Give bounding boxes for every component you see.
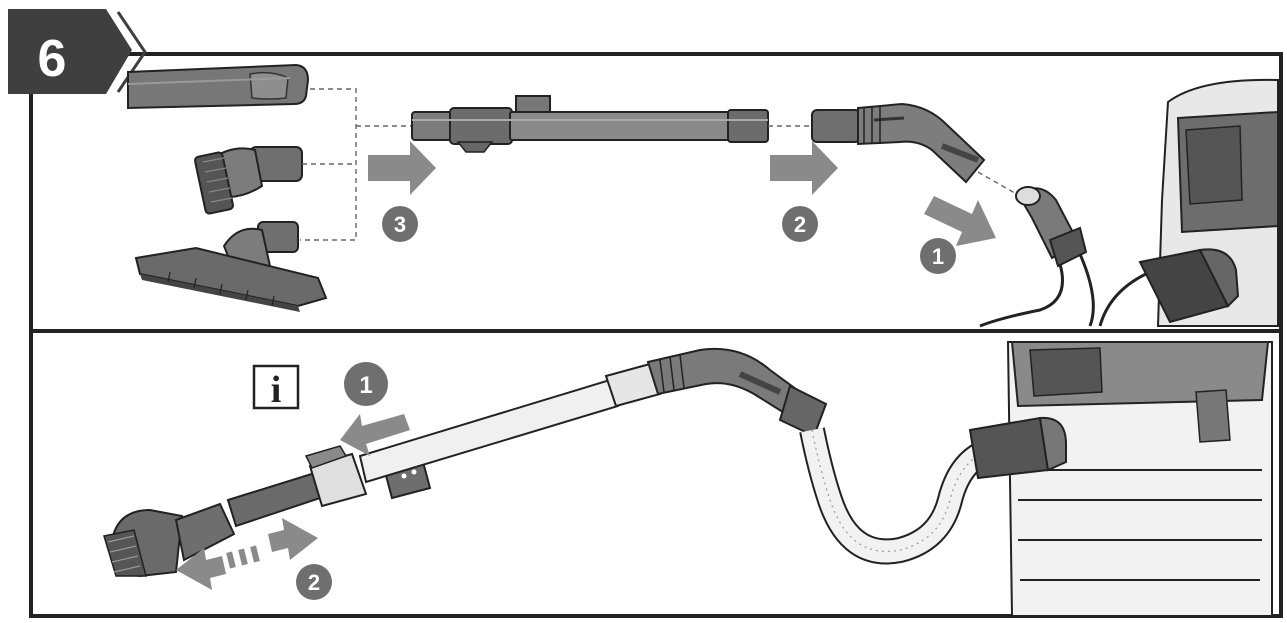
step-badge: 6 bbox=[8, 9, 145, 94]
svg-text:3: 3 bbox=[394, 212, 406, 237]
extension-tube-icon bbox=[412, 96, 768, 152]
vacuum-body-icon bbox=[970, 342, 1272, 616]
arrow-icon bbox=[770, 141, 838, 195]
vacuum-body-icon bbox=[1140, 80, 1278, 326]
svg-text:1: 1 bbox=[359, 372, 372, 399]
svg-text:2: 2 bbox=[308, 570, 320, 595]
svg-text:1: 1 bbox=[932, 244, 944, 269]
marker-bottom-1: 1 bbox=[344, 362, 388, 406]
svg-text:2: 2 bbox=[794, 212, 806, 237]
floor-nozzle-icon bbox=[136, 222, 326, 312]
brush-nozzle-icon bbox=[194, 147, 302, 214]
arrow-icon bbox=[368, 141, 436, 195]
marker-top-3: 3 bbox=[382, 206, 418, 242]
assembled-wand bbox=[104, 349, 990, 576]
marker-top-1: 1 bbox=[920, 238, 956, 274]
marker-top-2: 2 bbox=[782, 206, 818, 242]
hose-icon bbox=[980, 187, 1150, 326]
dashed-link-handle-hose bbox=[978, 172, 1020, 196]
marker-bottom-2: 2 bbox=[296, 564, 332, 600]
top-arrows bbox=[368, 141, 996, 246]
info-icon: i bbox=[254, 366, 298, 411]
handle-icon bbox=[812, 104, 984, 182]
crevice-nozzle-icon bbox=[128, 65, 308, 108]
svg-text:i: i bbox=[271, 369, 282, 411]
step-number: 6 bbox=[38, 30, 67, 88]
